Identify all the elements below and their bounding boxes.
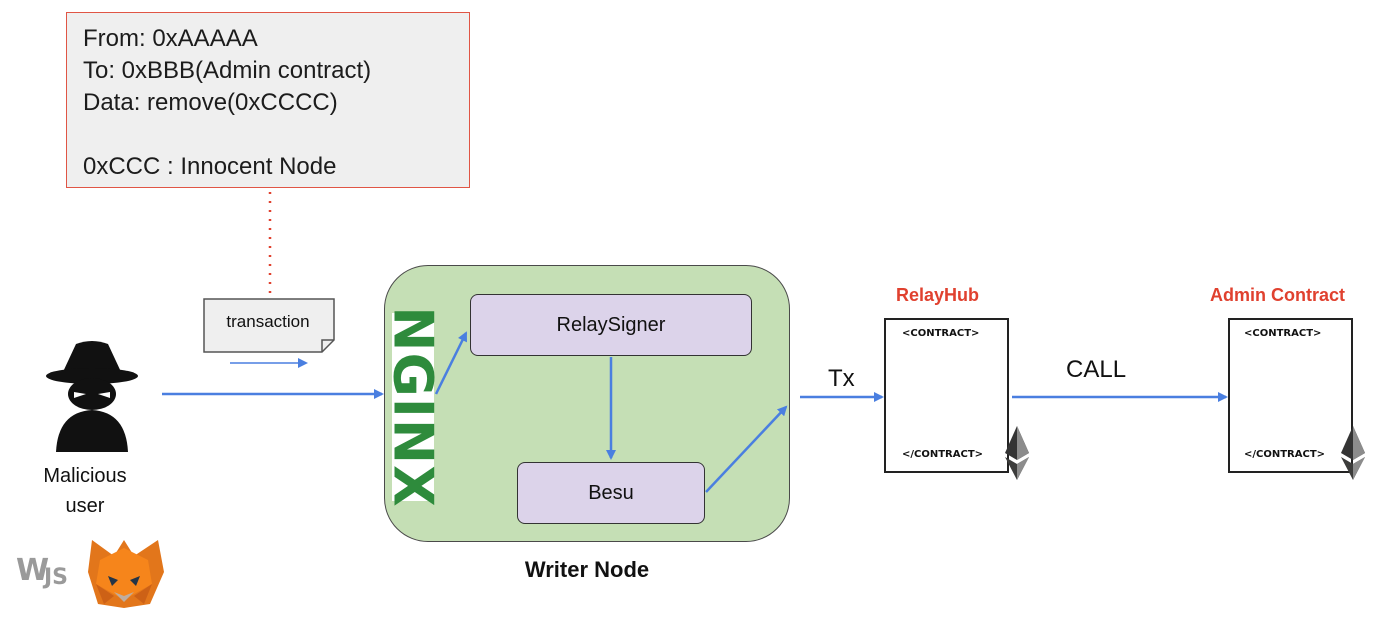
nginx-box bbox=[392, 313, 434, 501]
web3js-logo: W JS bbox=[16, 553, 68, 590]
admin-open-tag: <CONTRACT> bbox=[1244, 328, 1322, 339]
malicious-user-label: Malicious user bbox=[43, 465, 127, 517]
tx-note: 0xCCC : Innocent Node bbox=[83, 153, 337, 180]
nginx-logo: NGINX bbox=[381, 306, 445, 508]
call-label: CALL bbox=[1066, 356, 1127, 383]
spy-icon bbox=[46, 341, 138, 452]
transaction-note bbox=[203, 298, 335, 353]
transaction-label: transaction bbox=[226, 312, 310, 331]
tx-to: To: 0xBBB(Admin contract) bbox=[83, 57, 372, 84]
tx-label: Tx bbox=[828, 365, 855, 392]
relayhub-close-tag: </CONTRACT> bbox=[902, 449, 984, 460]
admin-close-tag: </CONTRACT> bbox=[1244, 449, 1326, 460]
relayhub-contract-doc bbox=[884, 318, 1009, 473]
writer-node-title: Writer Node bbox=[524, 557, 650, 582]
relayhub-open-tag: <CONTRACT> bbox=[902, 328, 980, 339]
metamask-fox-icon bbox=[88, 540, 164, 608]
relayhub-title: RelayHub bbox=[896, 285, 980, 305]
svg-text:JS: JS bbox=[42, 565, 68, 590]
transaction-details-box: From: 0xAAAAA To: 0xBBB(Admin contract) … bbox=[66, 12, 470, 188]
admin-contract-doc bbox=[1228, 318, 1353, 473]
svg-text:W: W bbox=[16, 553, 49, 588]
admin-contract-title: Admin Contract bbox=[1210, 285, 1345, 305]
besu-box: Besu bbox=[517, 462, 705, 524]
tx-data: Data: remove(0xCCCC) bbox=[83, 89, 338, 116]
relaysigner-box: RelaySigner bbox=[470, 294, 752, 356]
tx-from: From: 0xAAAAA bbox=[83, 25, 258, 52]
